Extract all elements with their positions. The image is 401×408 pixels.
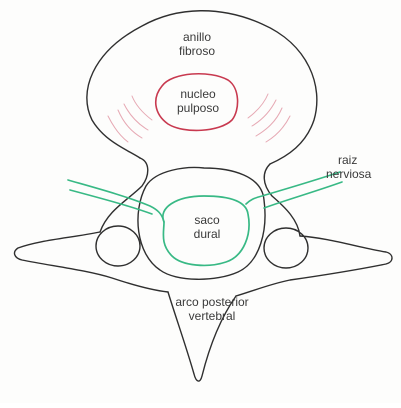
label-annulus-line2: fibroso: [179, 44, 215, 58]
facet-joint-left: [96, 226, 140, 266]
label-sac-line2: dural: [194, 227, 221, 241]
label-arch-line2: vertebral: [189, 309, 236, 323]
label-arch-line1: arco posterior: [175, 295, 248, 309]
body-to-pedicle-left: [100, 158, 148, 232]
transverse-process-left: [15, 232, 168, 292]
label-nucleus-line1: nucleo: [180, 87, 216, 101]
body-to-pedicle-right: [264, 164, 300, 236]
nerve-root-right-lower: [264, 182, 342, 208]
facet-joint-right: [264, 228, 308, 268]
transverse-process-right: [236, 236, 392, 296]
label-root-line1: raiz: [338, 153, 357, 167]
label-sac-line1: saco: [194, 213, 220, 227]
label-root-line2: nerviosa: [326, 167, 372, 181]
label-nucleus-line2: pulposo: [177, 101, 219, 115]
label-annulus-line1: anillo: [183, 30, 211, 44]
nerve-root-left: [68, 180, 164, 222]
